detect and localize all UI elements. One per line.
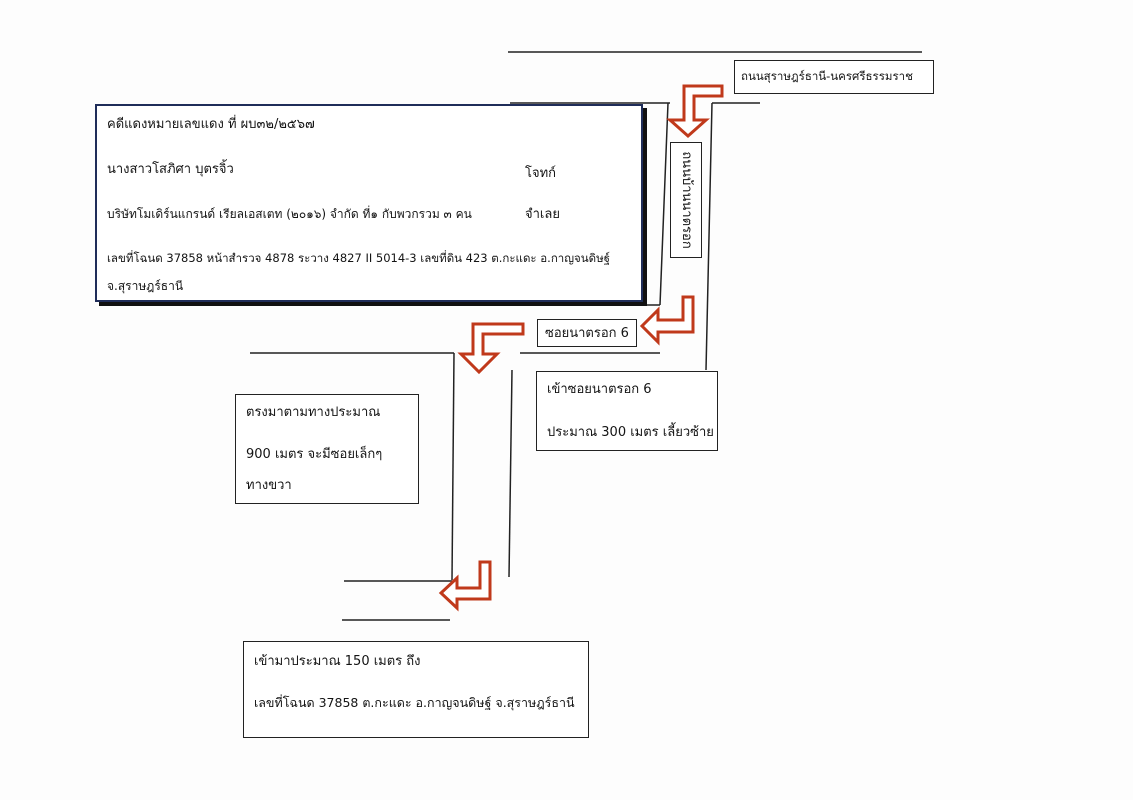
main-road-label-text: ถนนสุราษฎร์ธานี-นครศรีธรรมราช bbox=[741, 69, 913, 83]
side-road-left-edge bbox=[659, 102, 669, 306]
destination-box: เข้ามาประมาณ 150 เมตร ถึง เลขที่โฉนด 378… bbox=[243, 641, 589, 738]
soi-label: ซอยนาตรอก 6 bbox=[537, 319, 637, 347]
destination-line-1: เข้ามาประมาณ 150 เมตร ถึง bbox=[254, 654, 421, 669]
main-road-label: ถนนสุราษฎร์ธานี-นครศรีธรรมราช bbox=[734, 60, 934, 94]
enter-soi-line-2: ประมาณ 300 เมตร เลี้ยวซ้าย bbox=[547, 425, 714, 440]
side-road-label-text: ถนนบ้านนาตรอก bbox=[679, 151, 695, 249]
straight-direction-box: ตรงมาตามทางประมาณ 900 เมตร จะมีซอยเล็กๆ … bbox=[235, 394, 419, 504]
defendant-name: บริษัทโมเดิร์นแกรนด์ เรียลเอสเตท (๒๐๑๖) … bbox=[107, 207, 472, 221]
side-road-label: ถนนบ้านนาตรอก bbox=[670, 142, 702, 258]
enter-soi-box: เข้าซอยนาตรอก 6 ประมาณ 300 เมตร เลี้ยวซ้… bbox=[536, 371, 718, 451]
side-road-right-edge bbox=[705, 102, 713, 371]
turn-arrow-icon bbox=[438, 560, 492, 612]
road-lines bbox=[250, 51, 922, 621]
straight-line-2: 900 เมตร จะมีซอยเล็กๆ bbox=[246, 447, 383, 462]
deed-line-2: จ.สุราษฎร์ธานี bbox=[107, 279, 184, 293]
turn-arrow-icon bbox=[457, 322, 525, 375]
case-info-box: คดีแดงหมายเลขแดง ที่ ผบ๓๒/๒๕๖๗ นางสาวโสภ… bbox=[95, 104, 643, 302]
straight-line-1: ตรงมาตามทางประมาณ bbox=[246, 405, 381, 420]
deed-line-1: เลขที่โฉนด 37858 หน้าสำรวจ 4878 ระวาง 48… bbox=[107, 251, 611, 265]
turn-arrow-icon bbox=[639, 295, 695, 346]
destination-line-2: เลขที่โฉนด 37858 ต.กะแดะ อ.กาญจนดิษฐ์ จ.… bbox=[254, 695, 575, 710]
lane-left-edge bbox=[451, 352, 455, 581]
lane-right-edge bbox=[508, 369, 513, 578]
plaintiff-role: โจทก์ bbox=[525, 166, 557, 181]
turn-arrow-icon bbox=[666, 84, 724, 139]
defendant-role: จำเลย bbox=[525, 207, 560, 222]
case-number: คดีแดงหมายเลขแดง ที่ ผบ๓๒/๒๕๖๗ bbox=[107, 117, 315, 132]
enter-soi-line-1: เข้าซอยนาตรอก 6 bbox=[547, 382, 652, 397]
straight-line-3: ทางขวา bbox=[246, 478, 292, 493]
soi-label-text: ซอยนาตรอก 6 bbox=[545, 326, 629, 341]
plaintiff-name: นางสาวโสภิศา บุตรจิ้ว bbox=[107, 162, 234, 177]
